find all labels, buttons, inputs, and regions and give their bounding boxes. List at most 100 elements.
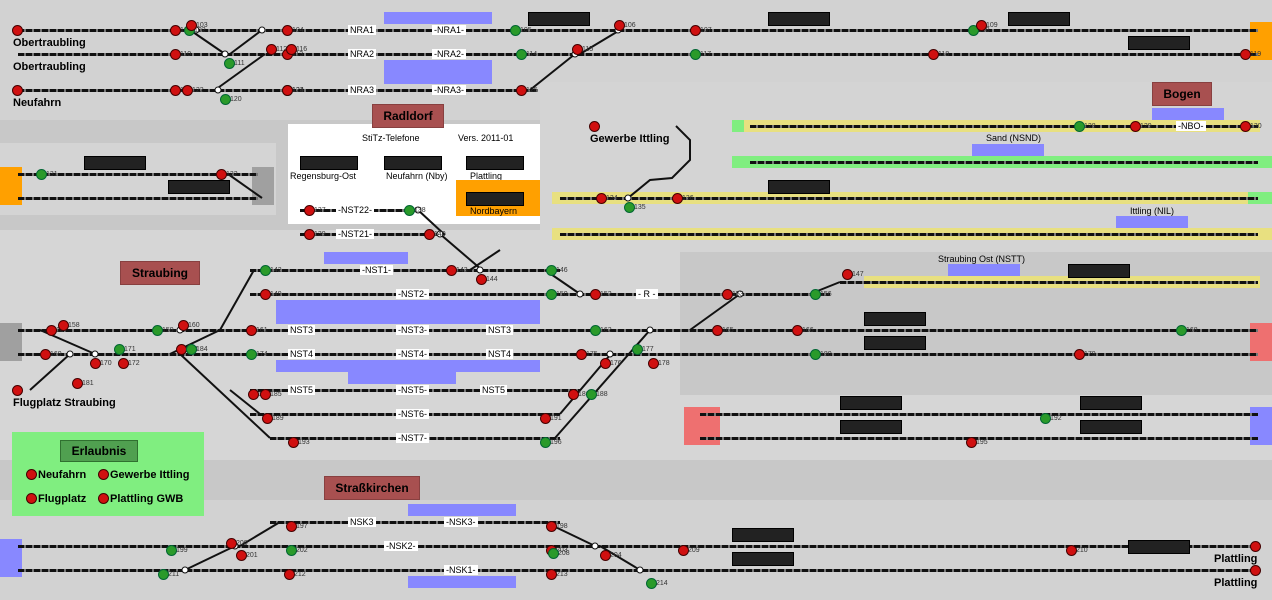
signal-icon[interactable]	[548, 548, 559, 559]
signal-icon[interactable]	[224, 58, 235, 69]
switch-diagonal[interactable]	[227, 173, 263, 199]
track[interactable]	[700, 437, 1258, 440]
track[interactable]	[840, 281, 1258, 284]
signal-icon[interactable]	[282, 25, 293, 36]
track[interactable]	[18, 53, 1258, 56]
track[interactable]	[18, 173, 258, 176]
signal-icon[interactable]	[516, 49, 527, 60]
track-label[interactable]: -NSK1-	[444, 565, 478, 575]
station-signal-icon[interactable]	[12, 25, 23, 36]
signal-icon[interactable]	[246, 325, 257, 336]
signal-icon[interactable]	[90, 358, 101, 369]
track-label[interactable]: -NST6-	[396, 409, 429, 419]
switch-diagonal[interactable]	[239, 521, 281, 547]
track-label[interactable]: -NRA2-	[432, 49, 467, 59]
track[interactable]	[700, 413, 1258, 416]
track[interactable]	[270, 521, 560, 524]
phone-neufahrn[interactable]: Neufahrn (Nby)	[386, 171, 448, 181]
signal-icon[interactable]	[424, 229, 435, 240]
signal-icon[interactable]	[260, 289, 271, 300]
switch-diagonal[interactable]	[529, 53, 576, 91]
signal-icon[interactable]	[792, 325, 803, 336]
signal-icon[interactable]	[576, 349, 587, 360]
signal-icon[interactable]	[712, 325, 723, 336]
track-label[interactable]: NST5	[288, 385, 316, 395]
signal-icon[interactable]	[722, 289, 733, 300]
phone-nordbayern[interactable]: Nordbayern	[470, 206, 518, 216]
signal-icon[interactable]	[446, 265, 457, 276]
signal-icon[interactable]	[284, 569, 295, 580]
phone-plattling[interactable]: Plattling	[470, 171, 503, 181]
station-signal-icon[interactable]	[589, 121, 600, 132]
track-label[interactable]: NRA2	[348, 49, 377, 59]
track-label[interactable]: -NST21-	[336, 229, 375, 239]
signal-icon[interactable]	[614, 20, 625, 31]
signal-icon[interactable]	[158, 569, 169, 580]
station-signal-icon[interactable]	[12, 85, 23, 96]
track-label[interactable]: -NRA1-	[432, 25, 467, 35]
signal-icon[interactable]	[590, 325, 601, 336]
track-label[interactable]: NST3	[486, 325, 514, 335]
track[interactable]	[560, 233, 1258, 236]
signal-icon[interactable]	[152, 325, 163, 336]
signal-icon[interactable]	[568, 389, 579, 400]
track-label[interactable]: NRA1	[348, 25, 377, 35]
signal-icon[interactable]	[476, 274, 487, 285]
signal-icon[interactable]	[182, 85, 193, 96]
signal-icon[interactable]	[1074, 349, 1085, 360]
switch-diagonal[interactable]	[179, 353, 271, 439]
signal-icon[interactable]	[1240, 49, 1251, 60]
track-label[interactable]: -NST1-	[360, 265, 393, 275]
track[interactable]	[250, 293, 830, 296]
track[interactable]	[750, 161, 1258, 164]
signal-icon[interactable]	[646, 578, 657, 589]
track[interactable]	[18, 329, 1258, 332]
track-label[interactable]: -NST22-	[336, 205, 375, 215]
signal-icon[interactable]	[118, 358, 129, 369]
signal-icon[interactable]	[510, 25, 521, 36]
signal-icon[interactable]	[810, 289, 821, 300]
signal-icon[interactable]	[46, 325, 57, 336]
signal-icon[interactable]	[966, 437, 977, 448]
signal-icon[interactable]	[246, 349, 257, 360]
signal-icon[interactable]	[170, 85, 181, 96]
signal-icon[interactable]	[1176, 325, 1187, 336]
station-signal-icon[interactable]	[1250, 541, 1261, 552]
permission-signal-icon[interactable]	[26, 493, 37, 504]
signal-icon[interactable]	[546, 265, 557, 276]
signal-icon[interactable]	[632, 344, 643, 355]
track-label[interactable]: NST4	[486, 349, 514, 359]
signal-icon[interactable]	[248, 389, 259, 400]
signal-icon[interactable]	[540, 413, 551, 424]
signal-icon[interactable]	[170, 49, 181, 60]
signal-icon[interactable]	[1130, 121, 1141, 132]
signal-icon[interactable]	[600, 358, 611, 369]
track[interactable]	[250, 269, 560, 272]
signal-icon[interactable]	[928, 49, 939, 60]
signal-icon[interactable]	[304, 205, 315, 216]
signal-icon[interactable]	[166, 545, 177, 556]
signal-icon[interactable]	[266, 44, 277, 55]
switch-diagonal[interactable]	[469, 249, 501, 271]
switch-diagonal[interactable]	[184, 545, 236, 571]
track-label[interactable]: -NSK2-	[384, 541, 418, 551]
track[interactable]	[18, 197, 258, 200]
signal-icon[interactable]	[58, 320, 69, 331]
track[interactable]	[750, 125, 1258, 128]
track[interactable]	[560, 197, 1258, 200]
signal-icon[interactable]	[586, 389, 597, 400]
track-label[interactable]: -NST2-	[396, 289, 429, 299]
signal-icon[interactable]	[648, 358, 659, 369]
signal-icon[interactable]	[672, 193, 683, 204]
switch-diagonal[interactable]	[439, 233, 483, 271]
signal-icon[interactable]	[624, 202, 635, 213]
permission-signal-icon[interactable]	[26, 469, 37, 480]
track-label[interactable]: - R -	[636, 289, 658, 299]
signal-icon[interactable]	[546, 521, 557, 532]
switch-diagonal[interactable]	[229, 389, 261, 415]
signal-icon[interactable]	[678, 545, 689, 556]
signal-icon[interactable]	[540, 437, 551, 448]
phone-regensburg-ost[interactable]: Regensburg-Ost	[290, 171, 357, 181]
track[interactable]	[18, 89, 538, 92]
signal-icon[interactable]	[572, 44, 583, 55]
